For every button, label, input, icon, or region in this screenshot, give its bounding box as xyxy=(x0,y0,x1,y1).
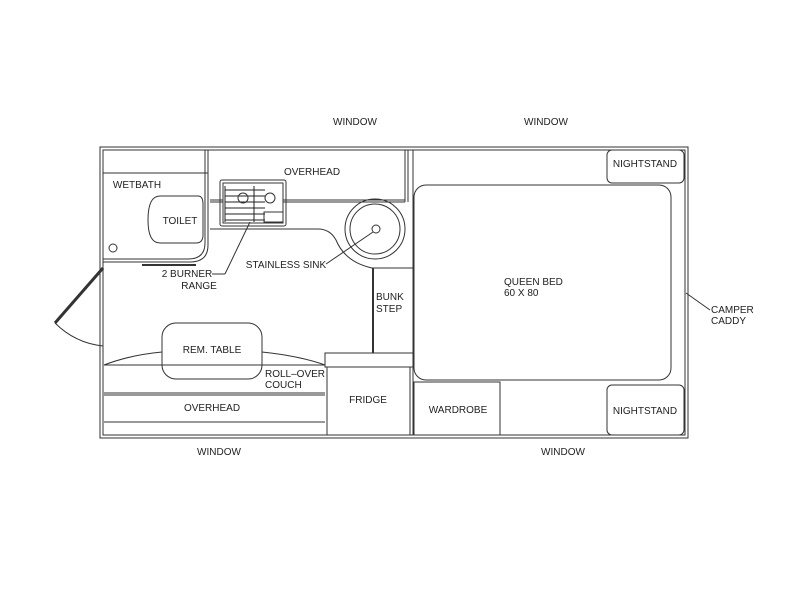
overhead-bottom-label: OVERHEAD xyxy=(183,403,241,414)
caddy-label: CAMPER xyxy=(711,305,754,316)
bunk-step-label: BUNK xyxy=(376,292,404,303)
caddy-leader xyxy=(685,292,711,311)
range-label: 2 BURNER xyxy=(161,269,213,280)
wardrobe-label: WARDROBE xyxy=(428,405,488,416)
window-label: WINDOW xyxy=(541,447,585,458)
window-label: WINDOW xyxy=(524,117,568,128)
bed-label: QUEEN BED xyxy=(504,277,563,288)
range-icon xyxy=(212,179,287,275)
nightstand-top-label: NIGHTSTAND xyxy=(612,159,678,170)
wetbath-label: WETBATH xyxy=(112,180,162,191)
bed-size-label: 60 X 80 xyxy=(504,288,539,299)
nightstand-bottom-label: NIGHTSTAND xyxy=(612,406,678,417)
drain-icon xyxy=(108,243,118,253)
nightstand-bottom xyxy=(606,384,685,436)
sink-icon xyxy=(325,198,406,265)
counter xyxy=(210,150,414,435)
table-label: REM. TABLE xyxy=(182,345,242,356)
couch xyxy=(103,322,326,423)
toilet-label: TOILET xyxy=(162,216,198,227)
overhead-top-label: OVERHEAD xyxy=(283,167,341,178)
fridge xyxy=(324,352,414,436)
window-label: WINDOW xyxy=(197,447,241,458)
caddy-label: CADDY xyxy=(711,316,747,327)
table-icon xyxy=(161,322,263,380)
toilet-icon xyxy=(147,195,204,244)
wetbath xyxy=(103,150,209,266)
entry-door xyxy=(53,267,105,347)
couch-label: ROLL–OVER xyxy=(265,369,326,380)
nightstand-top xyxy=(606,149,685,184)
wardrobe xyxy=(413,381,501,436)
range-label: RANGE xyxy=(181,281,217,292)
couch-label: COUCH xyxy=(265,380,302,391)
fridge-label: FRIDGE xyxy=(349,395,387,406)
bed-icon xyxy=(413,184,672,381)
sink-label: STAINLESS SINK xyxy=(245,260,327,271)
outer-wall xyxy=(99,146,689,439)
window-label: WINDOW xyxy=(333,117,377,128)
bunk-step-label: STEP xyxy=(376,304,403,315)
